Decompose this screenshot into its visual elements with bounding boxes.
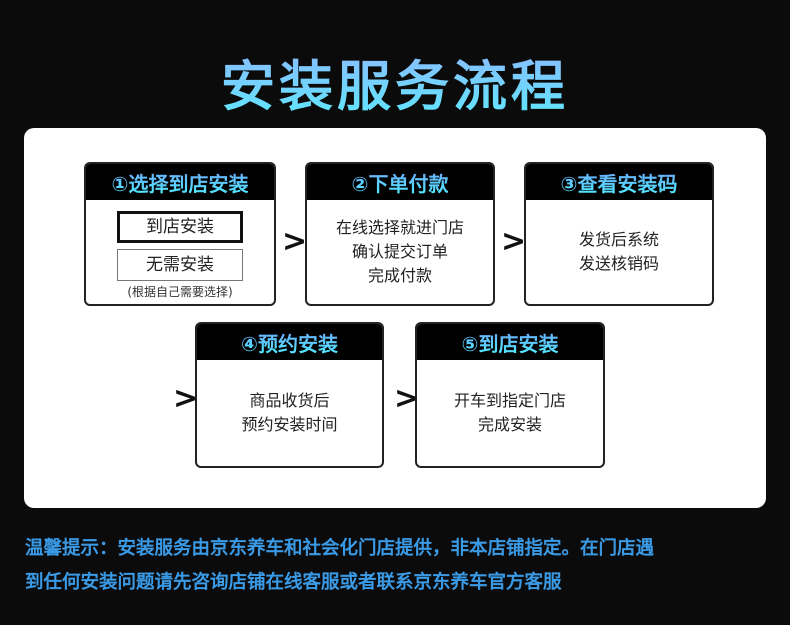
step-line: 开车到指定门店 (453, 391, 566, 410)
page-title: 安装服务流程 (0, 42, 790, 121)
step-header: ②下单付款 (352, 168, 449, 197)
step-card-4: ④预约安装 商品收货后 预约安装时间 (195, 322, 384, 468)
footer-notice-line: 到任何安装问题请先咨询店铺在线客服或者联系京东养车官方客服 (25, 572, 562, 593)
step-line: 完成安装 (477, 415, 542, 434)
step-line: 商品收货后 (249, 391, 330, 410)
step-line: 在线选择就进门店 (335, 218, 464, 237)
option-note: (根据自己需要选择) (127, 285, 233, 299)
arrow-icon: > (173, 381, 199, 416)
step-card-1: ①选择到店安装 到店安装 无需安装 (根据自己需要选择) (84, 162, 276, 306)
footer-notice-line: 温馨提示：安装服务由京东养车和社会化门店提供，非本店铺指定。在门店遇 (25, 538, 655, 559)
step-card-5: ⑤到店安装 开车到指定门店 完成安装 (415, 322, 605, 468)
step-card-3: ③查看安装码 发货后系统 发送核销码 (524, 162, 714, 306)
step-line: 确认提交订单 (351, 242, 448, 261)
step-header: ①选择到店安装 (112, 168, 249, 197)
arrow-icon: > (394, 381, 420, 416)
step-header: ③查看安装码 (561, 168, 678, 197)
step-header: ⑤到店安装 (462, 328, 559, 357)
step-card-2: ②下单付款 在线选择就进门店 确认提交订单 完成付款 (305, 162, 495, 306)
step-line: 完成付款 (367, 266, 432, 285)
step-header: ④预约安装 (241, 328, 338, 357)
step-line: 预约安装时间 (241, 415, 338, 434)
arrow-icon: > (282, 224, 308, 259)
step-line: 发送核销码 (578, 254, 659, 273)
step-line: 发货后系统 (578, 230, 659, 249)
arrow-icon: > (501, 224, 527, 259)
option-store-install[interactable]: 到店安装 (117, 211, 243, 243)
option-no-install[interactable]: 无需安装 (117, 249, 243, 281)
